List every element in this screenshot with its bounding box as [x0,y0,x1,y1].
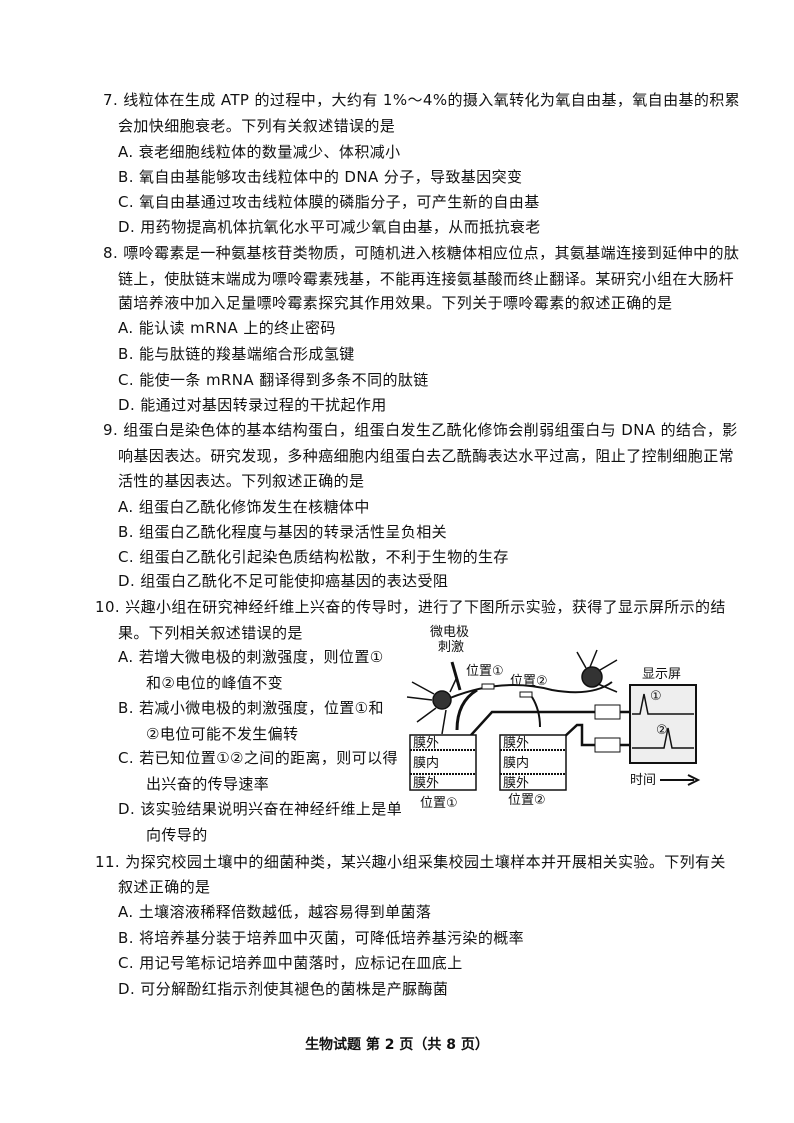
question-line: C. 组蛋白乙酰化引起染色质结构松散，不利于生物的生存 [118,548,509,566]
svg-text:膜内: 膜内 [413,755,439,771]
question-line: 活性的基因表达。下列叙述正确的是 [118,472,365,490]
time-axis-label: 时间 [630,773,656,788]
question-line: A. 土壤溶液稀释倍数越低，越容易得到单菌落 [118,903,432,921]
display-screen: 显示屏 ① ② [629,667,697,764]
question-stem: 7. 线粒体在生成 ATP 的过程中，大约有 1%～4%的摄入氧转化为氧自由基，… [103,91,741,109]
question-line: B. 若减小微电极的刺激强度，位置①和 [118,699,384,717]
question-stem: 9. 组蛋白是染色体的基本结构蛋白，组蛋白发生乙酰化修饰会削弱组蛋白与 DNA … [103,421,738,439]
question-line: 链上，使肽链末端成为嘌呤霉素残基，不能再连接氨基酸而终止翻译。某研究小组在大肠杆 [118,270,735,288]
stimulus-label: 刺激 [438,640,464,655]
question-line: B. 组蛋白乙酰化程度与基因的转录活性呈负相关 [118,523,448,541]
question-line: A. 若增大微电极的刺激强度，则位置① [118,648,384,666]
question-line: C. 若已知位置①②之间的距离，则可以得 [118,749,398,767]
membrane-box-2: 膜外 膜内 膜外 [499,734,567,791]
pos2-label: 位置② [508,793,546,808]
question-line: 和②电位的峰值不变 [146,674,284,692]
svg-text:②: ② [656,723,668,738]
question-line: 会加快细胞衰老。下列有关叙述错误的是 [118,117,396,135]
question-stem: 10. 兴趣小组在研究神经纤维上兴奋的传导时，进行了下图所示实验，获得了显示屏所… [95,598,726,616]
page-footer: 生物试题 第 2 页（共 8 页） [305,1037,489,1053]
svg-text:①: ① [650,689,662,704]
membrane-box-1: 膜外 膜内 膜外 [409,734,477,791]
question-line: D. 用药物提高机体抗氧化水平可减少氧自由基，从而抵抗衰老 [118,218,541,236]
question-line: D. 组蛋白乙酰化不足可能使抑癌基因的表达受阻 [118,572,449,590]
question-line: 出兴奋的传导速率 [146,775,270,793]
question-line: 菌培养液中加入足量嘌呤霉素探究其作用效果。下列关于嘌呤霉素的叙述正确的是 [118,294,673,312]
question-line: C. 能使一条 mRNA 翻译得到多条不同的肽链 [118,371,429,389]
neuron-right [576,649,618,693]
electrode [450,661,462,691]
pos2-label-top: 位置② [510,674,548,689]
svg-text:膜外: 膜外 [503,736,529,751]
question-line: 响基因表达。研究发现，多种癌细胞内组蛋白去乙酰酶表达水平过高，阻止了控制细胞正常 [118,447,735,465]
svg-text:显示屏: 显示屏 [642,667,681,682]
question-line: C. 氧自由基通过攻击线粒体膜的磷脂分子，可产生新的自由基 [118,193,540,211]
svg-text:膜内: 膜内 [503,755,529,771]
nerve-experiment-figure: 微电极 刺激 位置① 位置② 膜外 膜内 膜外 膜外 膜内 膜外 位置① 位置②… [406,625,701,811]
question-line: B. 氧自由基能够攻击线粒体中的 DNA 分子，导致基因突变 [118,168,523,186]
question-line: C. 用记号笔标记培养皿中菌落时，应标记在皿底上 [118,954,463,972]
question-stem: 11. 为探究校园土壤中的细菌种类，某兴趣小组采集校园土壤样本并开展相关实验。下… [95,853,726,871]
question-line: A. 能认读 mRNA 上的终止密码 [118,319,336,337]
question-line: 叙述正确的是 [118,878,211,896]
time-arrow-icon [660,774,701,786]
question-line: 向传导的 [146,826,208,844]
svg-text:膜外: 膜外 [413,776,439,791]
question-line: B. 能与肽链的羧基端缩合形成氢键 [118,345,355,363]
svg-text:膜外: 膜外 [503,776,529,791]
question-line: A. 衰老细胞线粒体的数量减少、体积减小 [118,143,401,161]
question-line: D. 能通过对基因转录过程的干扰起作用 [118,396,387,414]
question-line: D. 该实验结果说明兴奋在神经纤维上是单 [118,800,403,818]
question-stem: 8. 嘌呤霉素是一种氨基核苷类物质，可随机进入核糖体相应位点，其氨基端连接到延伸… [103,244,740,262]
question-line: B. 将培养基分装于培养皿中灭菌，可降低培养基污染的概率 [118,929,525,947]
question-line: 果。下列相关叙述错误的是 [118,624,303,642]
question-line: ②电位可能不发生偏转 [146,725,299,743]
electrode-label: 微电极 [430,625,469,640]
svg-text:膜外: 膜外 [413,736,439,751]
question-line: A. 组蛋白乙酰化修饰发生在核糖体中 [118,498,370,516]
pos1-label-top: 位置① [466,664,504,679]
question-line: D. 可分解酚红指示剂使其褪色的菌株是产脲酶菌 [118,980,449,998]
pos1-label: 位置① [420,796,458,811]
